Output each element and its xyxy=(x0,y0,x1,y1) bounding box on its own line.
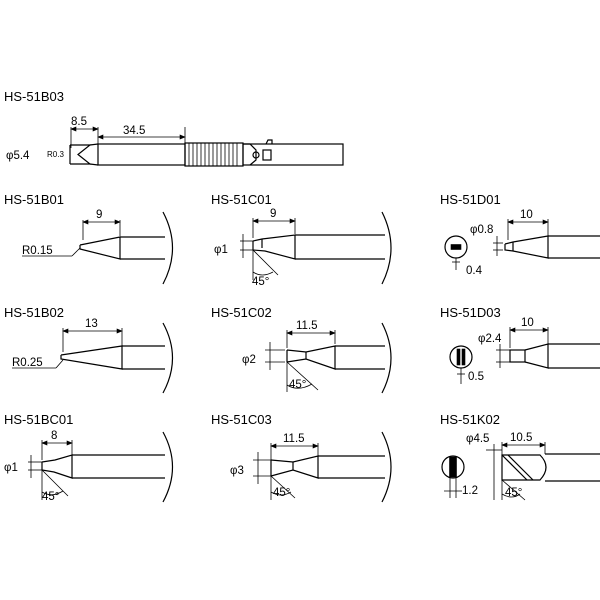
angle-label: 45° xyxy=(289,379,306,391)
dim-label: 8 xyxy=(51,430,57,442)
diameter-label: φ1 xyxy=(4,462,18,474)
tip-name: HS-51K02 xyxy=(440,412,500,427)
thickness-label: 0.4 xyxy=(466,265,483,277)
tip-hs-51k02: HS-51K02 1.2 φ4.5 10.5 45° xyxy=(440,412,600,501)
tip-hs-51c03: HS-51C03 11.5 φ3 45° xyxy=(211,412,392,503)
tip-name: HS-51D01 xyxy=(440,192,501,207)
dim-label: 11.5 xyxy=(296,320,318,332)
tip-name: HS-51D03 xyxy=(440,305,501,320)
diameter-label: φ0.8 xyxy=(470,224,493,236)
angle-label: 45° xyxy=(273,487,290,499)
tip-name: HS-51C03 xyxy=(211,412,272,427)
dim-label: 9 xyxy=(96,209,102,221)
end-view xyxy=(441,455,465,479)
dim-label: 13 xyxy=(85,318,98,330)
tip-hs-51d03: HS-51D03 0.5 φ2.4 10 xyxy=(440,305,600,384)
diameter-label: φ3 xyxy=(230,465,244,477)
diameter-label: φ4.5 xyxy=(466,433,489,445)
tip-name: HS-51B02 xyxy=(4,305,64,320)
tip-hs-51c01: HS-51C01 9 φ1 45° xyxy=(211,192,392,288)
angle-label: 45° xyxy=(42,491,59,503)
dim-label: 34.5 xyxy=(123,125,145,137)
dim-label: 10.5 xyxy=(510,432,532,444)
thickness-label: 1.2 xyxy=(462,485,478,497)
tip-hs-51c02: HS-51C02 11.5 φ2 45° xyxy=(211,305,392,394)
diameter-label: φ2.4 xyxy=(478,333,502,345)
tip-hs-51b03: HS-51B03 8.5 34.5 φ5.4 R0.3 xyxy=(4,89,344,167)
radius-label: R0.3 xyxy=(47,150,64,159)
tip-hs-51b02: HS-51B02 13 R0.25 xyxy=(4,305,173,394)
angle-label: 45° xyxy=(252,276,269,288)
knurl-lines xyxy=(188,143,238,166)
tip-hs-51b01: HS-51B01 9 R0.15 xyxy=(4,192,173,285)
tip-name: HS-51C02 xyxy=(211,305,272,320)
diameter-label: φ2 xyxy=(242,354,256,366)
end-view xyxy=(449,345,473,369)
angle-label: 45° xyxy=(505,487,522,499)
tip-name: HS-51BC01 xyxy=(4,412,73,427)
tip-name: HS-51B03 xyxy=(4,89,64,104)
tip-name: HS-51C01 xyxy=(211,192,272,207)
dim-label: 11.5 xyxy=(283,433,305,445)
diameter-label: φ1 xyxy=(214,244,228,256)
radius-label: R0.25 xyxy=(12,357,43,369)
dim-label: 9 xyxy=(270,208,276,220)
tip-hs-51bc01: HS-51BC01 8 φ1 45° xyxy=(4,412,173,503)
tip-hs-51d01: HS-51D01 0.4 φ0.8 10 xyxy=(440,192,600,277)
diameter-label: φ5.4 xyxy=(6,150,30,162)
dim-label: 10 xyxy=(520,209,533,221)
dim-label: 8.5 xyxy=(71,116,87,128)
radius-label: R0.15 xyxy=(22,245,53,257)
tip-name: HS-51B01 xyxy=(4,192,64,207)
dim-label: 10 xyxy=(521,317,534,329)
thickness-label: 0.5 xyxy=(468,371,484,383)
